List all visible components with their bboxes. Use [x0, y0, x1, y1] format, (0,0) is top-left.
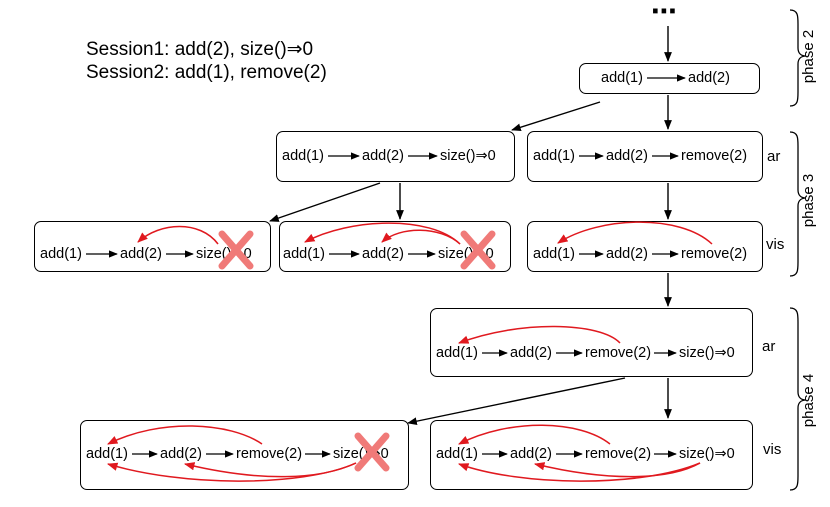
phase3-brace: [789, 131, 807, 277]
op-add2: add(2): [362, 246, 404, 262]
vis-arc: [458, 462, 701, 482]
op-remove2: remove(2): [585, 345, 652, 361]
cross-icon: [460, 230, 496, 270]
phase4-brace: [789, 307, 807, 491]
edge: [511, 101, 601, 132]
op-add2: add(2): [160, 446, 202, 462]
cross-icon: [218, 230, 254, 270]
op-add2: add(2): [510, 345, 552, 361]
box-phase4-vis-2: [430, 420, 753, 490]
op-add1: add(1): [283, 246, 325, 262]
vis-arc: [183, 462, 357, 478]
vis-label: vis: [766, 236, 785, 253]
op-remove2: remove(2): [236, 446, 303, 462]
op-add2: add(2): [688, 70, 730, 86]
ar-label: ar: [767, 148, 781, 165]
vis-arc: [458, 424, 611, 445]
tree-edges: [269, 26, 672, 426]
box-phase3-vis-3: [527, 221, 763, 272]
op-add1: add(1): [533, 246, 575, 262]
op-add1: add(1): [436, 345, 478, 361]
edge: [407, 377, 626, 426]
op-size0: size()⇒0: [679, 345, 735, 361]
vis-arc: [557, 221, 713, 245]
op-add2: add(2): [362, 148, 404, 164]
op-add2: add(2): [606, 148, 648, 164]
phase-braces: [789, 9, 807, 491]
vis-arc: [137, 225, 219, 245]
ar-label: ar: [762, 338, 776, 355]
box-phase4-ar: [430, 308, 753, 377]
op-add1: add(1): [86, 446, 128, 462]
vis-arc: [458, 325, 621, 344]
op-remove2: remove(2): [681, 148, 748, 164]
phase2-brace: [789, 9, 807, 107]
vis-arc: [533, 462, 701, 478]
session2-label: Session2: add(1), remove(2): [86, 62, 327, 83]
cross-icon: [354, 432, 390, 472]
vis-label: vis: [763, 441, 782, 458]
vis-arc: [381, 229, 461, 245]
op-size0: size()⇒0: [679, 446, 735, 462]
op-add1: add(1): [436, 446, 478, 462]
ellipsis: ⋯: [651, 0, 681, 26]
op-add1: add(1): [40, 246, 82, 262]
vis-arc: [107, 425, 263, 445]
box-phase3-ar-left: [276, 131, 515, 182]
ar-edges: [86, 74, 686, 458]
vis-arcs: [106, 221, 713, 482]
op-remove2: remove(2): [681, 246, 748, 262]
session1-label: Session1: add(2), size()⇒0: [86, 39, 314, 60]
box-phase4-vis-1: [80, 420, 409, 490]
op-add2: add(2): [606, 246, 648, 262]
op-add1: add(1): [282, 148, 324, 164]
op-remove2: remove(2): [585, 446, 652, 462]
vis-arc: [106, 462, 357, 482]
edge: [269, 182, 381, 222]
op-add2: add(2): [510, 446, 552, 462]
op-add1: add(1): [601, 70, 643, 86]
op-add1: add(1): [533, 148, 575, 164]
box-phase3-ar-right: [527, 131, 763, 182]
op-size0: size()⇒0: [440, 148, 496, 164]
op-add2: add(2): [120, 246, 162, 262]
